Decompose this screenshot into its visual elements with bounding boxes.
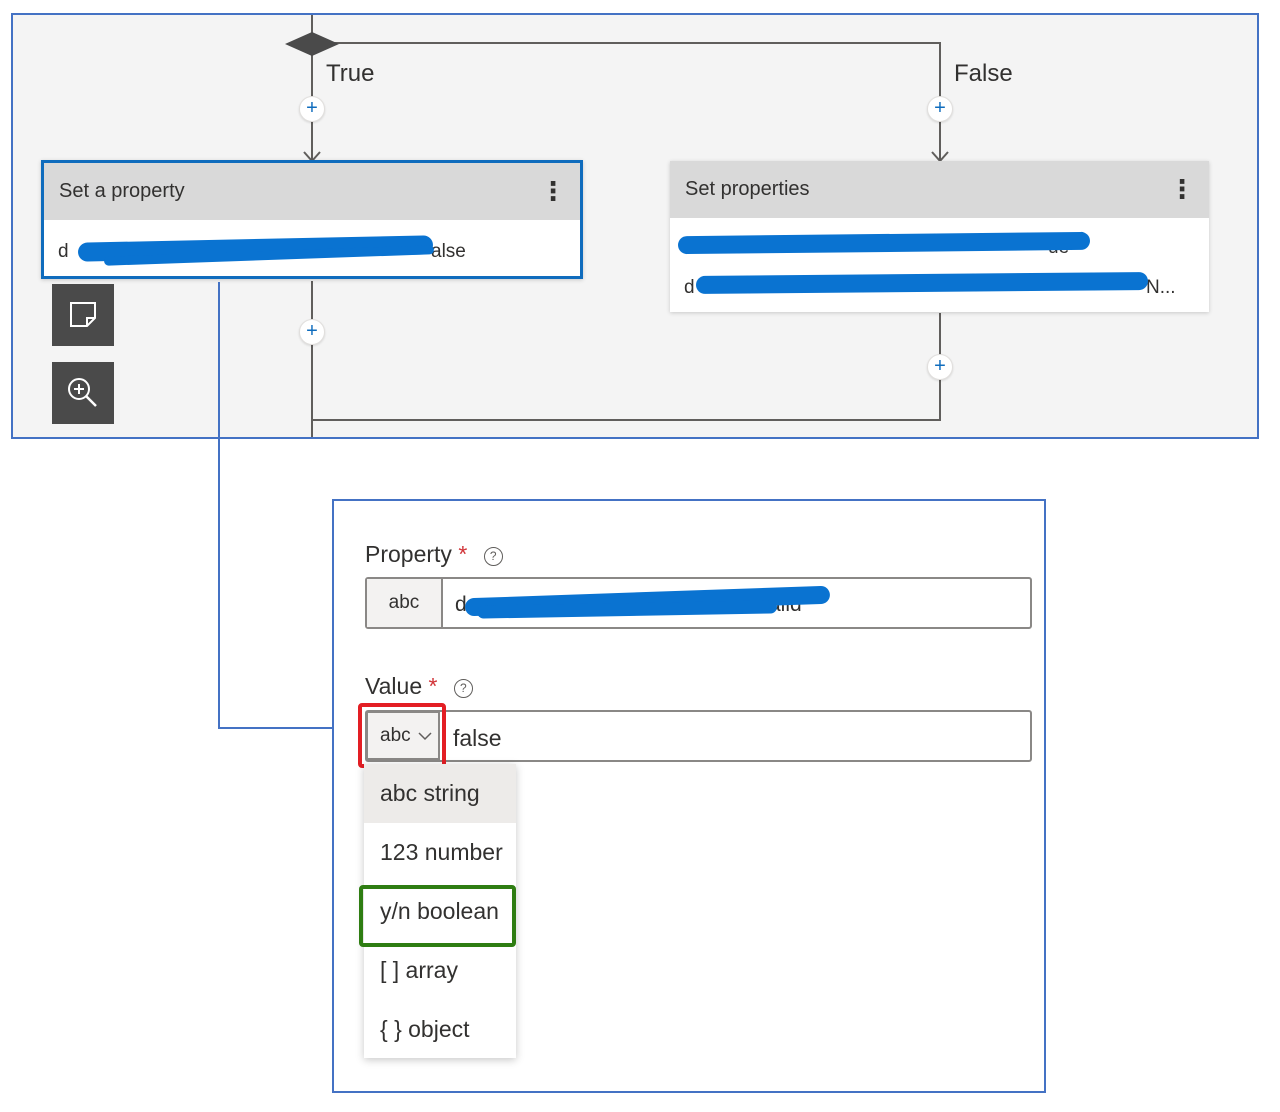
true-branch-label: True [326, 60, 375, 87]
type-selector-highlight [358, 703, 446, 768]
property-label-text: Property [365, 541, 452, 567]
card-row-text-end: N... [1146, 277, 1176, 298]
zoom-in-icon [68, 378, 97, 407]
more-options-icon[interactable]: ⋮ [1169, 174, 1195, 204]
type-option-string[interactable]: abc string [364, 764, 516, 823]
zoom-in-button[interactable] [52, 362, 114, 424]
required-marker: * [428, 673, 438, 699]
type-option-array[interactable]: [ ] array [380, 957, 458, 983]
add-step-button[interactable]: + [927, 354, 953, 380]
condition-top-connector [313, 42, 941, 44]
value-type-chip: abc [380, 725, 411, 746]
property-value-start: d [455, 593, 467, 616]
value-text: false [453, 725, 502, 751]
redaction-scribble [695, 272, 1149, 294]
more-options-icon[interactable]: ⋮ [540, 176, 566, 206]
note-icon [70, 302, 96, 327]
value-type-dropdown-button[interactable]: abc [366, 711, 440, 760]
add-step-button[interactable]: + [299, 96, 325, 122]
help-icon[interactable]: ? [453, 679, 473, 698]
callout-connector [218, 282, 220, 729]
add-step-button[interactable]: + [927, 96, 953, 122]
set-properties-card[interactable]: Set properties ⋮ ue d N... [670, 161, 1209, 312]
flow-canvas: True False + + + + Set a property ⋮ d al… [11, 13, 1259, 439]
property-input[interactable]: abc d alid [365, 577, 1032, 629]
merge-line [311, 419, 941, 421]
card-row-text: d [684, 277, 695, 298]
trunk-line-top [311, 15, 313, 45]
property-type-chip: abc [367, 579, 443, 627]
value-input[interactable]: false [365, 710, 1032, 762]
card-title: Set a property [44, 163, 580, 220]
condition-diamond-icon [285, 32, 339, 56]
chevron-down-icon [418, 732, 432, 741]
card-row-text-end: alse [431, 241, 466, 262]
set-property-card[interactable]: Set a property ⋮ d alse [41, 160, 583, 279]
callout-connector [218, 727, 338, 729]
card-title: Set properties [670, 161, 1209, 218]
type-option-boolean[interactable]: y/n boolean [380, 898, 499, 924]
boolean-option-highlight [359, 885, 516, 947]
property-label: Property * ? [365, 541, 503, 568]
true-branch-bottom-line [311, 281, 313, 437]
card-row-text: d [58, 241, 69, 262]
type-option-number[interactable]: 123 number [380, 839, 503, 865]
type-dropdown-menu: abc string 123 number y/n boolean [ ] ar… [364, 764, 516, 1058]
required-marker: * [458, 541, 468, 567]
add-note-button[interactable] [52, 284, 114, 346]
add-step-button[interactable]: + [299, 319, 325, 345]
help-icon[interactable]: ? [483, 547, 503, 566]
false-branch-label: False [954, 60, 1013, 87]
type-option-object[interactable]: { } object [380, 1016, 470, 1042]
redaction-scribble [677, 231, 1091, 255]
value-label-text: Value [365, 673, 423, 699]
value-label: Value * ? [365, 673, 473, 700]
